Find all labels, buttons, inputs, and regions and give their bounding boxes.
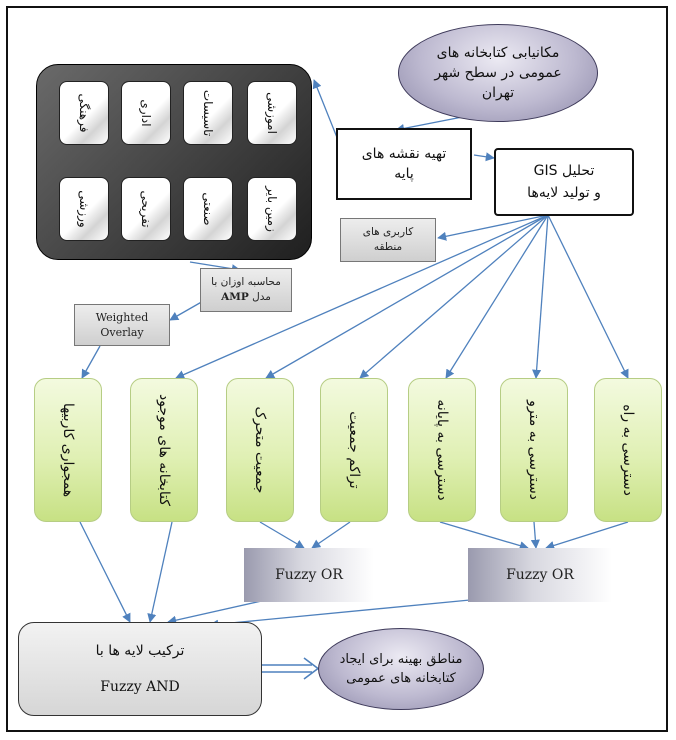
tile-administrative: اداری [121, 81, 171, 145]
double-arrow [262, 657, 320, 680]
criterion-3: تراکم جمعیت [320, 378, 388, 522]
criterion-4-label: دسترسی به پایانه [434, 399, 450, 501]
gis-line2: و تولید لایه‌ها [527, 185, 601, 201]
criterion-1: کتابخانه های موجود [130, 378, 198, 522]
weights-line2: مدل AMP [221, 290, 271, 305]
criterion-4: دسترسی به پایانه [408, 378, 476, 522]
tile-facilities: تاسیسات [183, 81, 233, 145]
fuzzy-or-left: Fuzzy OR [244, 548, 374, 602]
arrow-gis-to-c3 [359, 214, 549, 379]
arrow-c1-to-combine [147, 521, 173, 623]
topic-ellipse: مکانیابی کتابخانه های عمومی در سطح شهر ت… [398, 24, 598, 122]
tile-sports: ورزشی [59, 177, 109, 241]
tile-industrial: صنعتی [183, 177, 233, 241]
arrow-basemap-to-gis [473, 152, 495, 162]
diagram-frame [6, 6, 668, 732]
tile-vacant-land: زمین بایر [247, 177, 297, 241]
arrow-overlay-to-c0 [81, 345, 101, 379]
arrow-gis-to-area [437, 214, 549, 241]
weights-model: مدل [252, 291, 271, 303]
criterion-6-label: دسترسی به راه [620, 404, 636, 496]
arrow-fuzzyR-to-combine [209, 599, 471, 629]
fuzzy-and-box: ترکیب لایه ها با Fuzzy AND [18, 622, 262, 716]
arrow-c4-to-fuzzyR [439, 521, 529, 551]
area-uses-box: کاربری های منطقه [340, 218, 436, 262]
weights-line1: محاسبه اوزان با [211, 276, 281, 288]
arrow-gis-to-c5 [532, 214, 549, 379]
tile-education: اموزشی [247, 81, 297, 145]
optimal-areas-ellipse: مناطق بهینه برای ایجاد کتابخانه های عموم… [318, 628, 484, 710]
arrow-c3-to-fuzzyL [311, 521, 351, 549]
arrow-gis-to-c4 [445, 214, 549, 379]
weights-box: محاسبه اوزان با مدل AMP [200, 268, 292, 312]
gis-box: تحلیل GIS و تولید لایه‌ها [494, 148, 634, 216]
base-maps-box: تهیه نقشه های پایه [336, 128, 472, 200]
criterion-0: همجواری کاربیها [34, 378, 102, 522]
arrow-gis-to-c6 [547, 214, 629, 379]
criterion-0-label: همجواری کاربیها [60, 402, 76, 498]
tile-cultural: فرهنگی [59, 81, 109, 145]
arrow-fuzzyL-to-combine [167, 599, 267, 625]
tile-recreational: تفریحی [121, 177, 171, 241]
arrow-basemap-to-panel [312, 79, 339, 141]
criterion-2-label: جمعیت متحرک [252, 406, 268, 494]
criterion-2: جمعیت متحرک [226, 378, 294, 522]
combine-line2: Fuzzy AND [100, 679, 180, 695]
criterion-6: دسترسی به راه [594, 378, 662, 522]
landuse-panel: اموزشی تاسیسات اداری فرهنگی زمین بایر صن… [36, 64, 312, 260]
gis-line1: تحلیل GIS [533, 163, 595, 179]
arrow-c0-to-combine [79, 521, 131, 623]
combine-line1: ترکیب لایه ها با [95, 643, 185, 659]
fuzzy-or-right: Fuzzy OR [468, 548, 612, 602]
topic-text: مکانیابی کتابخانه های عمومی در سطح شهر ت… [434, 45, 562, 101]
arrow-gis-to-c2 [265, 214, 549, 379]
criterion-3-label: تراکم جمعیت [346, 411, 362, 489]
criterion-1-label: کتابخانه های موجود [156, 393, 172, 507]
arrow-c2-to-fuzzyL [259, 521, 305, 549]
criterion-5-label: دسترسی به مترو [526, 400, 542, 500]
weighted-overlay-box: Weighted Overlay [74, 304, 170, 346]
arrow-c5-to-fuzzyR [530, 521, 540, 549]
weights-ahp: AMP [221, 291, 249, 303]
arrow-c6-to-fuzzyR [545, 521, 629, 550]
criterion-5: دسترسی به مترو [500, 378, 568, 522]
arrow-gis-to-c1 [175, 214, 549, 379]
